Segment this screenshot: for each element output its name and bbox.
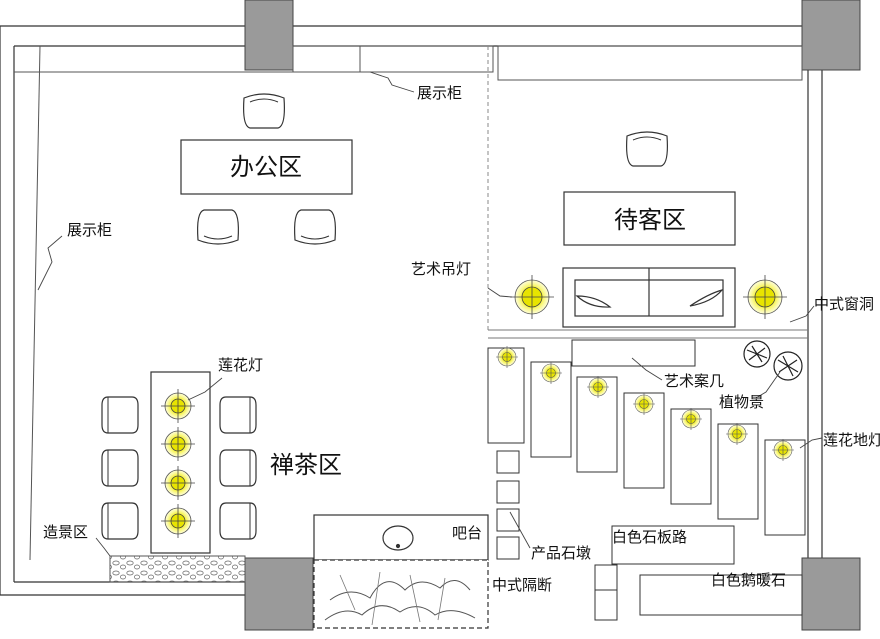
office-chair-top bbox=[243, 93, 285, 129]
label-display-cabinet-top: 展示柜 bbox=[417, 84, 462, 102]
sofa bbox=[562, 267, 736, 328]
display-cabinet-top bbox=[245, 45, 803, 81]
label-art-table: 艺术案几 bbox=[664, 372, 724, 390]
pendant-lamp-left bbox=[509, 274, 555, 320]
tea-chair-r1 bbox=[219, 396, 257, 434]
plant-pots bbox=[743, 340, 803, 381]
label-art-pendant-lamp: 艺术吊灯 bbox=[411, 260, 471, 278]
office-zone-label: 办公区 bbox=[230, 153, 302, 181]
chinese-partition bbox=[313, 559, 489, 629]
label-bar: 吧台 bbox=[452, 524, 482, 542]
column-bottom-left bbox=[244, 557, 314, 631]
product-stone-stools bbox=[496, 450, 520, 560]
tea-chair-l3 bbox=[101, 502, 139, 540]
leader-lines bbox=[37, 71, 823, 557]
column-top-left bbox=[244, 0, 294, 71]
tea-chair-r2 bbox=[219, 449, 257, 487]
tea-zone-label: 禅茶区 bbox=[270, 451, 342, 479]
tea-chair-r3 bbox=[219, 502, 257, 540]
label-lotus-lamp: 莲花灯 bbox=[218, 356, 263, 374]
pendant-lamp-right bbox=[742, 274, 788, 320]
office-desk bbox=[180, 139, 353, 195]
label-white-slate-path: 白色石板路 bbox=[612, 528, 687, 546]
stone-path bbox=[487, 339, 806, 621]
reception-desk bbox=[563, 191, 736, 246]
display-cabinet-left bbox=[14, 45, 245, 561]
label-plants: 植物景 bbox=[719, 393, 764, 411]
office-chair-right bbox=[294, 209, 336, 245]
column-bottom-right bbox=[801, 557, 861, 631]
label-display-cabinet-left: 展示柜 bbox=[67, 221, 112, 239]
tea-chair-l2 bbox=[101, 449, 139, 487]
reception-chair bbox=[625, 131, 669, 167]
label-chinese-partition: 中式隔断 bbox=[492, 576, 552, 594]
label-lotus-floor-lamp: 莲花地灯 bbox=[823, 431, 880, 449]
column-top-right bbox=[801, 0, 861, 71]
label-chinese-window: 中式窗洞 bbox=[814, 295, 874, 313]
reception-zone-label: 待客区 bbox=[614, 206, 686, 234]
label-stone-stool: 产品石墩 bbox=[531, 544, 591, 562]
landscape-area bbox=[109, 555, 246, 583]
label-landscape: 造景区 bbox=[43, 523, 88, 541]
tea-chair-l1 bbox=[101, 396, 139, 434]
office-chair-left bbox=[197, 209, 239, 245]
label-white-pebbles: 白色鹅暖石 bbox=[711, 571, 786, 589]
bar-counter bbox=[313, 514, 489, 561]
